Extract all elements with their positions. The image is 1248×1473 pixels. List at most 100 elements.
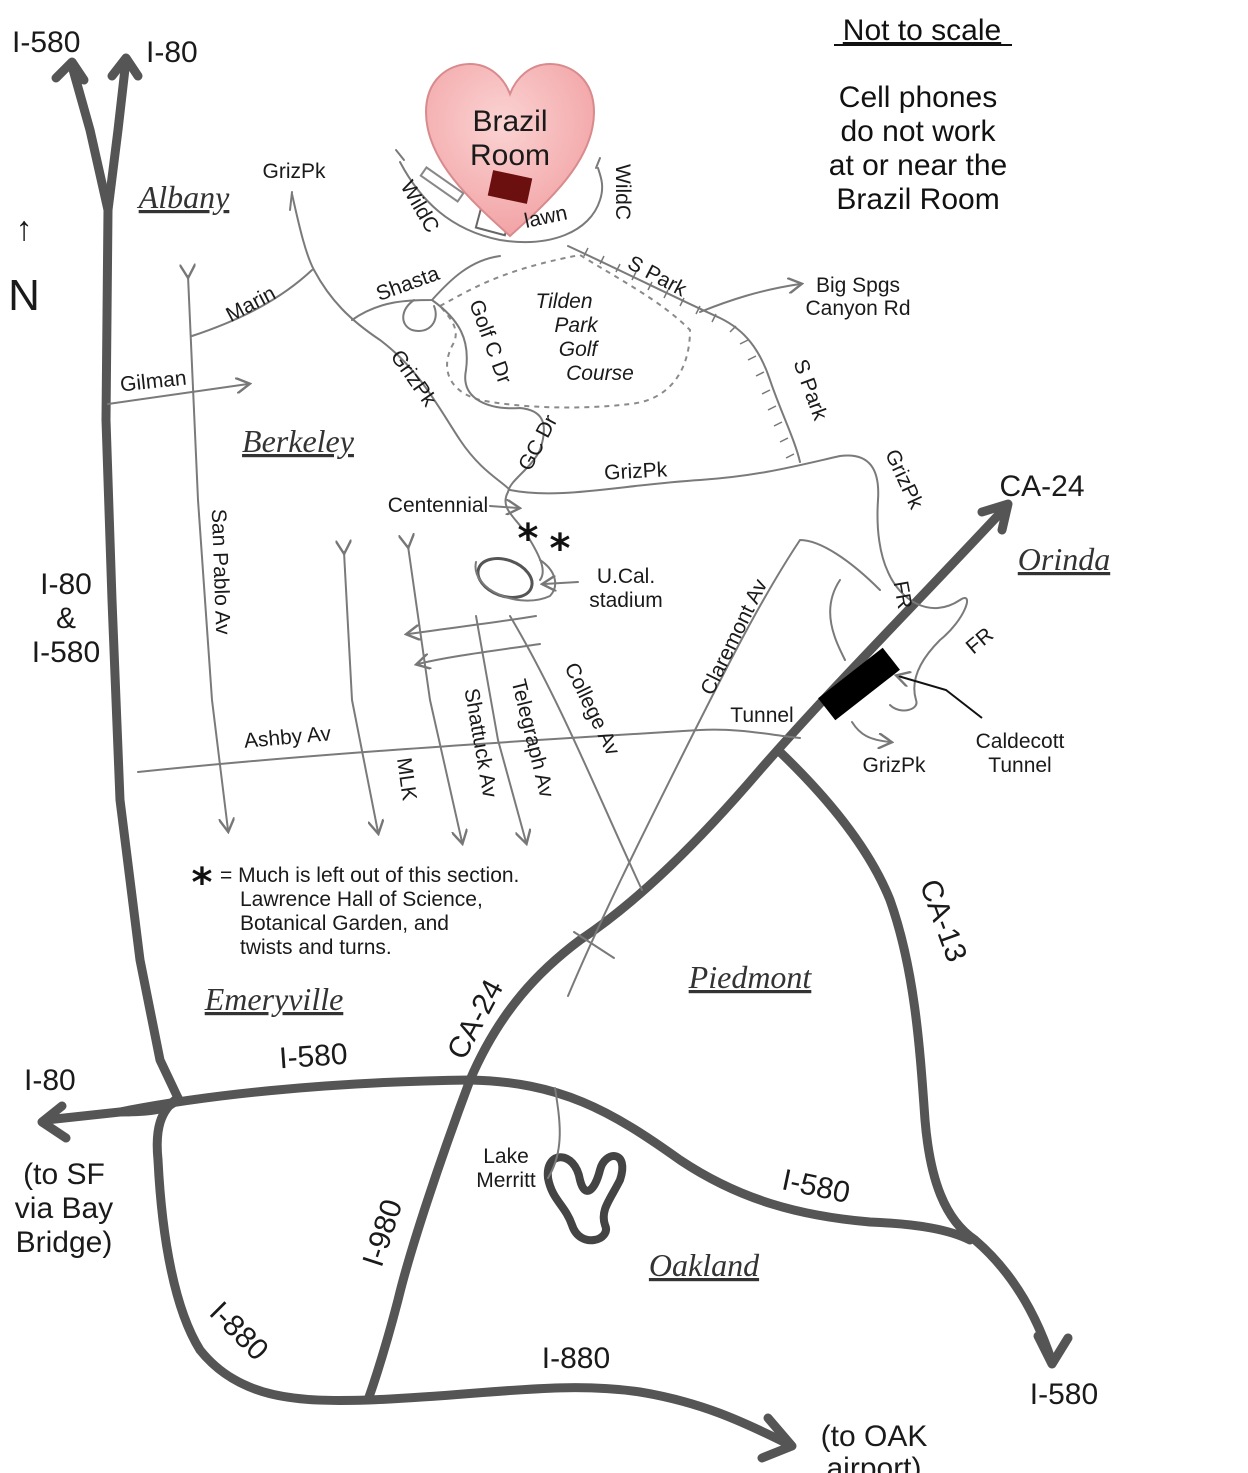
label-claremont: Claremont Av: [696, 575, 772, 698]
label-i580-b: I-580: [779, 1163, 853, 1209]
i980-highway: [363, 1075, 475, 1405]
label-stadium-line2: stadium: [589, 589, 663, 612]
label-wildc-2: WildC: [611, 164, 634, 220]
label-i80-top: I-80: [146, 36, 198, 69]
town-berkeley: Berkeley: [242, 423, 355, 459]
cell-note-line1: Cell phones: [839, 81, 997, 114]
i580-highway: [115, 1075, 975, 1245]
marin-road: [191, 269, 313, 337]
label-i580-a: I-580: [278, 1038, 349, 1076]
label-i980: I-980: [357, 1195, 410, 1270]
label-fr-1: FR: [889, 579, 917, 611]
label-ca13: CA-13: [913, 875, 973, 966]
label-marin: Marin: [222, 282, 279, 327]
ca24-highway: [465, 503, 1010, 1085]
cell-note-line3: at or near the: [829, 149, 1007, 182]
label-tunnel-rd: Tunnel: [730, 704, 793, 727]
footnote-asterisk: *: [192, 860, 213, 906]
label-i580-top: I-580: [12, 26, 80, 59]
label-golf-line1: Tilden: [535, 290, 592, 313]
label-fr-2: FR: [962, 623, 998, 659]
label-lake-line1: Lake: [483, 1145, 529, 1168]
big-springs-road: [699, 284, 800, 313]
ca13-highway: [775, 747, 1057, 1367]
place-labels: Tilden Park Golf Course U.Cal. stadium C…: [476, 290, 1064, 1192]
label-to-sf-line3: Bridge): [16, 1226, 113, 1259]
label-s-park-1: S Park: [624, 251, 691, 301]
label-to-oak-line2: airport): [826, 1452, 921, 1473]
destination-name-line2: Room: [470, 139, 550, 172]
town-albany: Albany: [137, 179, 230, 215]
label-big-spgs-line1: Big Spgs: [816, 274, 900, 297]
town-orinda: Orinda: [1018, 541, 1110, 577]
footnote-line4: twists and turns.: [240, 936, 392, 959]
footnote-line1: = Much is left out of this section.: [220, 864, 519, 887]
golf-course-boundary: [439, 253, 692, 409]
label-centennial: Centennial: [388, 494, 488, 517]
label-i80-580-line3: I-580: [32, 636, 100, 669]
label-ashby: Ashby Av: [243, 722, 332, 753]
cell-note-line2: do not work: [840, 115, 996, 148]
label-grizpk-5: GrizPk: [863, 754, 927, 777]
i580-north-branch: [67, 61, 113, 215]
north-label: N: [8, 271, 40, 320]
label-grizpk-2: GrizPk: [386, 346, 441, 411]
college-road: [509, 615, 643, 891]
asterisk-marker-2: *: [550, 526, 571, 572]
label-caldecott-line2: Tunnel: [988, 754, 1051, 777]
highways: [37, 53, 1073, 1463]
heart-icon: [424, 62, 596, 238]
north-arrow: ↑ N: [8, 210, 40, 320]
label-i80-580-line1: I-80: [40, 568, 92, 601]
s-park-road: [567, 245, 801, 463]
telegraph-road: [475, 615, 526, 842]
grizpk-road-north: [291, 193, 511, 491]
i880-highway: [153, 1155, 795, 1450]
destination-heart: Brazil Room lawn: [424, 62, 596, 238]
fish-ranch-road: [887, 571, 969, 712]
label-to-oak-line1: (to OAK: [821, 1420, 928, 1453]
label-lake-line2: Merritt: [476, 1169, 536, 1192]
label-s-park-2: S Park: [789, 356, 832, 424]
footnote-line2: Lawrence Hall of Science,: [240, 888, 483, 911]
label-i80-580-line2: &: [56, 602, 76, 635]
brazil-room-building: [487, 170, 533, 204]
claremont-road: [567, 539, 881, 997]
tunnel-icon: [818, 647, 900, 721]
label-i580-end: I-580: [1030, 1378, 1098, 1411]
highway-labels: I-580 I-80 I-80 & I-580 I-80 (to SF via …: [12, 26, 1098, 1473]
label-golf-line3: Golf: [559, 338, 600, 361]
north-arrow-icon: ↑: [16, 210, 33, 248]
footnote-line3: Botanical Garden, and: [240, 912, 449, 935]
notes: Not to scale Cell phones do not work at …: [829, 14, 1012, 216]
label-stadium-line1: U.Cal.: [597, 565, 655, 588]
grizpk-road-middle: [509, 454, 889, 573]
shattuck-road: [408, 546, 462, 842]
label-college: College Av: [560, 659, 625, 759]
label-golf-line2: Park: [554, 314, 599, 337]
label-i880-a: I-880: [203, 1295, 275, 1367]
label-to-sf-line1: (to SF: [23, 1158, 105, 1191]
label-san-pablo: San Pablo Av: [207, 509, 234, 636]
ashby-road: [137, 728, 801, 773]
town-labels: Albany Berkeley Emeryville Piedmont Oakl…: [137, 179, 1111, 1283]
label-grizpk-3: GrizPk: [604, 458, 669, 484]
label-i880-b: I-880: [542, 1342, 610, 1375]
label-golf-c-dr: Golf C Dr: [464, 297, 516, 387]
wildc-road: [399, 161, 604, 244]
i80-i580-highway: [101, 205, 183, 1103]
asterisk-marker-1: *: [518, 516, 539, 562]
i80-north-branch: [103, 55, 131, 215]
label-mlk: MLK: [392, 756, 421, 802]
town-piedmont: Piedmont: [688, 959, 813, 995]
label-gilman: Gilman: [119, 367, 188, 397]
footnote: * * * = Much is left out of this section…: [192, 516, 571, 959]
golf-course-drive: [431, 299, 545, 493]
mlk-road: [344, 552, 378, 832]
destination-name-line1: Brazil: [472, 105, 547, 138]
label-to-sf-line2: via Bay: [15, 1192, 113, 1225]
lake-merritt: [543, 1152, 627, 1245]
label-gc-dr: GC Dr: [514, 411, 562, 474]
label-big-spgs-line2: Canyon Rd: [805, 297, 910, 320]
